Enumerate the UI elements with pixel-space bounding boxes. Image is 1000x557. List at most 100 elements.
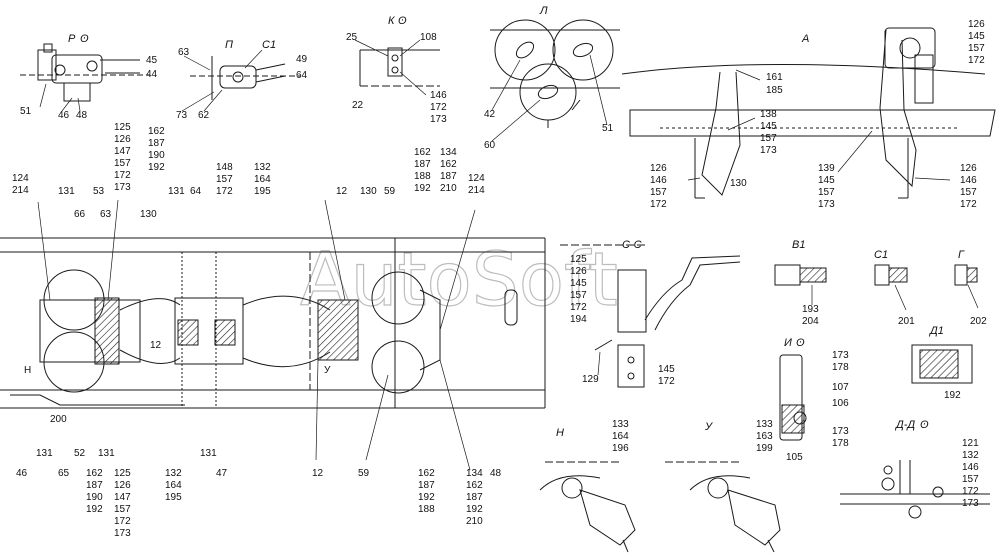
callout: 12 <box>312 468 324 479</box>
callout: 164 <box>254 174 271 185</box>
callout: 188 <box>414 171 431 182</box>
callout: 210 <box>440 183 457 194</box>
callout: 25 <box>346 32 358 43</box>
callout: 178 <box>832 362 849 373</box>
callout: 192 <box>466 504 483 515</box>
callout: 192 <box>418 492 435 503</box>
callout: 192 <box>944 390 961 401</box>
view-title-i: И <box>784 337 792 349</box>
callout: 64 <box>296 70 308 81</box>
callout: 162 <box>440 159 457 170</box>
callout: 12 <box>150 340 162 351</box>
callout: 48 <box>76 110 88 121</box>
callout: 133 <box>756 419 773 430</box>
callout: 172 <box>216 186 233 197</box>
callout: 108 <box>420 32 437 43</box>
callout: 125 <box>114 468 131 479</box>
callout: 125 <box>114 122 131 133</box>
leader-lines <box>37 39 979 471</box>
callout: 188 <box>418 504 435 515</box>
callout: 146 <box>650 175 667 186</box>
callout: 157 <box>960 187 977 198</box>
rotated-marker: ʘ <box>796 337 805 349</box>
callout: 126 <box>114 134 131 145</box>
fitting-c1 <box>874 264 908 286</box>
callout: 134 <box>466 468 483 479</box>
callout: 194 <box>570 314 587 325</box>
callout: 172 <box>430 102 447 113</box>
callout: 22 <box>352 100 364 111</box>
callout: 126 <box>114 480 131 491</box>
callout: 131 <box>58 186 75 197</box>
callout: 187 <box>418 480 435 491</box>
callout: 52 <box>74 448 86 459</box>
callout: 195 <box>254 186 271 197</box>
callouts: 45 44 51 46 48 63 49 64 73 62 25 108 22 … <box>12 19 987 539</box>
callout: 190 <box>148 150 165 161</box>
callout: 131 <box>168 186 185 197</box>
callout: 172 <box>570 302 587 313</box>
callout: 62 <box>198 110 210 121</box>
callout: 185 <box>766 85 783 96</box>
callout: 64 <box>190 186 202 197</box>
callout: 173 <box>832 350 849 361</box>
view-title-k: К <box>388 15 395 27</box>
callout: 125 <box>570 254 587 265</box>
callout: 164 <box>165 480 182 491</box>
callout: 201 <box>898 316 915 327</box>
view-title-r: Р <box>68 33 76 45</box>
callout: 157 <box>968 43 985 54</box>
callout: 162 <box>466 480 483 491</box>
callout: 173 <box>962 498 979 509</box>
view-title-n: Н <box>556 427 564 439</box>
callout: 192 <box>86 504 103 515</box>
view-titles: Р ʘ П С1 К ʘ Л А С-С В1 С1 Г Д1 И ʘ Н У … <box>68 5 965 439</box>
callout: 157 <box>760 133 777 144</box>
callout: 132 <box>254 162 271 173</box>
callout: 161 <box>766 72 783 83</box>
callout: 107 <box>832 382 849 393</box>
callout: 60 <box>484 140 496 151</box>
callout: 121 <box>962 438 979 449</box>
callout: 130 <box>730 178 747 189</box>
callout: 214 <box>468 185 485 196</box>
callout: 172 <box>114 170 131 181</box>
callout: 173 <box>114 528 131 539</box>
rotated-marker: ʘ <box>398 15 407 27</box>
view-a-frame-section <box>621 27 996 199</box>
callout: 146 <box>430 90 447 101</box>
callout: 145 <box>760 121 777 132</box>
callout: 49 <box>296 54 308 65</box>
callout: 187 <box>414 159 431 170</box>
callout: 129 <box>582 374 599 385</box>
callout: 130 <box>360 186 377 197</box>
callout: 157 <box>650 187 667 198</box>
view-title-u: У <box>704 421 713 433</box>
callout: 163 <box>756 431 773 442</box>
callout: 66 <box>74 209 86 220</box>
callout: 199 <box>756 443 773 454</box>
callout: 46 <box>16 468 28 479</box>
callout: 157 <box>818 187 835 198</box>
callout: 157 <box>114 504 131 515</box>
callout: 53 <box>93 186 105 197</box>
callout: 139 <box>818 163 835 174</box>
callout: 162 <box>148 126 165 137</box>
callout: 73 <box>176 110 188 121</box>
view-title-dd: Д-Д <box>894 419 915 431</box>
callout: 173 <box>114 182 131 193</box>
view-title-c1-top: С1 <box>262 39 276 51</box>
callout: 134 <box>440 147 457 158</box>
callout: 195 <box>165 492 182 503</box>
view-u-brake-chamber <box>665 461 781 553</box>
view-n-brake-chamber <box>539 461 636 553</box>
callout: 173 <box>760 145 777 156</box>
callout: 157 <box>114 158 131 169</box>
view-k-bracket <box>359 47 440 87</box>
view-r-valve <box>20 43 150 102</box>
callout: 124 <box>12 173 29 184</box>
callout: 146 <box>962 462 979 473</box>
callout: 196 <box>612 443 629 454</box>
callout: 132 <box>962 450 979 461</box>
